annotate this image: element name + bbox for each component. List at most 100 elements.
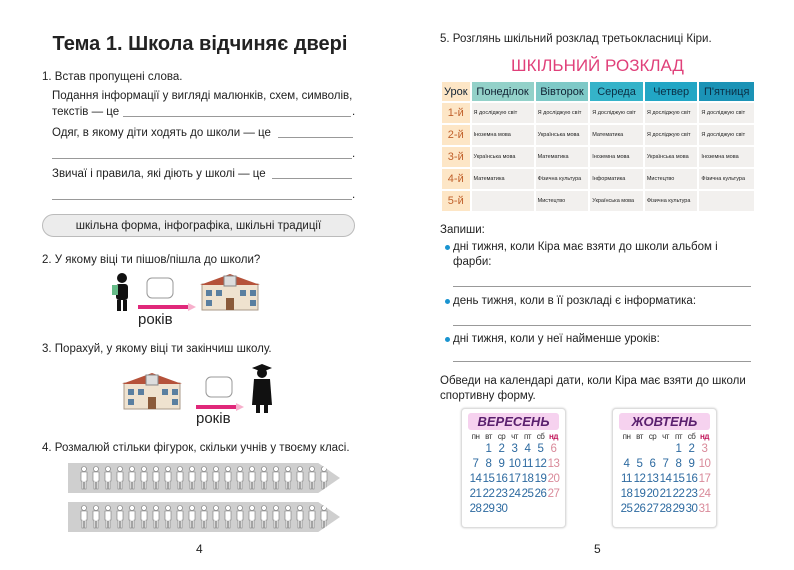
calendar-day[interactable]: 21 <box>469 488 482 500</box>
calendar-day[interactable]: 3 <box>511 443 518 455</box>
calendar-day[interactable]: 1 <box>485 443 492 455</box>
calendar-day[interactable]: 17 <box>508 473 521 485</box>
calendar-day[interactable]: 8 <box>485 458 492 470</box>
student-figure-icon[interactable] <box>223 466 233 490</box>
student-figure-icon[interactable] <box>139 466 149 490</box>
student-figure-icon[interactable] <box>175 505 185 529</box>
answer-line[interactable] <box>52 199 352 200</box>
student-figure-icon[interactable] <box>211 505 221 529</box>
student-figure-icon[interactable] <box>151 466 161 490</box>
student-figure-icon[interactable] <box>259 505 269 529</box>
calendar-day[interactable]: 6 <box>649 458 656 470</box>
student-figure-icon[interactable] <box>247 466 257 490</box>
student-figure-icon[interactable] <box>79 466 89 490</box>
calendar-day[interactable]: 4 <box>524 443 531 455</box>
student-figure-icon[interactable] <box>295 505 305 529</box>
student-figure-icon[interactable] <box>187 505 197 529</box>
student-figure-icon[interactable] <box>259 466 269 490</box>
student-figure-icon[interactable] <box>271 505 281 529</box>
student-figure-icon[interactable] <box>199 505 209 529</box>
calendar-day[interactable]: 23 <box>495 488 508 500</box>
student-figure-icon[interactable] <box>307 466 317 490</box>
student-figure-icon[interactable] <box>187 466 197 490</box>
student-figure-icon[interactable] <box>235 466 245 490</box>
calendar-day[interactable]: 1 <box>675 443 682 455</box>
answer-line[interactable] <box>123 116 351 117</box>
student-figure-icon[interactable] <box>103 505 113 529</box>
calendar-day[interactable]: 6 <box>550 443 557 455</box>
calendar-day[interactable]: 29 <box>672 503 685 515</box>
student-figure-icon[interactable] <box>307 505 317 529</box>
calendar-day[interactable]: 18 <box>620 488 633 500</box>
student-figure-icon[interactable] <box>319 505 329 529</box>
calendar-day[interactable]: 27 <box>547 488 560 500</box>
calendar-day[interactable]: 25 <box>620 503 633 515</box>
student-figure-icon[interactable] <box>199 466 209 490</box>
calendar-day[interactable]: 20 <box>646 488 659 500</box>
calendar-day[interactable]: 22 <box>672 488 685 500</box>
calendar-day[interactable]: 9 <box>498 458 505 470</box>
answer-line[interactable] <box>278 137 353 138</box>
calendar-day[interactable]: 10 <box>698 458 711 470</box>
calendar-day[interactable]: 28 <box>469 503 482 515</box>
calendar-day[interactable]: 24 <box>508 488 521 500</box>
student-figure-icon[interactable] <box>271 466 281 490</box>
calendar-day[interactable]: 18 <box>521 473 534 485</box>
answer-line[interactable] <box>272 178 352 179</box>
student-figure-icon[interactable] <box>235 505 245 529</box>
student-figure-icon[interactable] <box>139 505 149 529</box>
calendar-day[interactable]: 12 <box>534 458 547 470</box>
calendar-day[interactable]: 20 <box>547 473 560 485</box>
calendar-day[interactable]: 25 <box>521 488 534 500</box>
calendar-day[interactable]: 30 <box>495 503 508 515</box>
answer-line[interactable] <box>453 286 751 287</box>
calendar-day[interactable]: 31 <box>698 503 711 515</box>
calendar-day[interactable]: 7 <box>472 458 479 470</box>
calendar-day[interactable]: 26 <box>633 503 646 515</box>
student-figure-icon[interactable] <box>115 466 125 490</box>
calendar-day[interactable]: 2 <box>688 443 695 455</box>
student-figure-icon[interactable] <box>127 505 137 529</box>
student-figure-icon[interactable] <box>247 505 257 529</box>
calendar-day[interactable]: 26 <box>534 488 547 500</box>
student-figure-icon[interactable] <box>163 505 173 529</box>
calendar-day[interactable]: 7 <box>662 458 669 470</box>
calendar-day[interactable]: 13 <box>646 473 659 485</box>
calendar-day[interactable]: 16 <box>685 473 698 485</box>
student-figure-icon[interactable] <box>295 466 305 490</box>
calendar-day[interactable]: 28 <box>659 503 672 515</box>
calendar-day[interactable]: 3 <box>701 443 708 455</box>
calendar-day[interactable]: 19 <box>633 488 646 500</box>
answer-line[interactable] <box>453 325 751 326</box>
calendar-day[interactable]: 11 <box>522 458 533 470</box>
calendar-day[interactable]: 8 <box>675 458 682 470</box>
student-figure-icon[interactable] <box>211 466 221 490</box>
calendar-day[interactable]: 2 <box>498 443 505 455</box>
student-figure-icon[interactable] <box>151 505 161 529</box>
calendar-day[interactable]: 13 <box>547 458 560 470</box>
student-figure-icon[interactable] <box>79 505 89 529</box>
student-figure-icon[interactable] <box>283 505 293 529</box>
calendar-day[interactable]: 29 <box>482 503 495 515</box>
student-figure-icon[interactable] <box>163 466 173 490</box>
calendar-day[interactable]: 19 <box>534 473 547 485</box>
calendar-day[interactable]: 22 <box>482 488 495 500</box>
calendar-day[interactable]: 30 <box>685 503 698 515</box>
answer-line[interactable] <box>52 158 352 159</box>
calendar-day[interactable]: 27 <box>646 503 659 515</box>
student-figure-icon[interactable] <box>103 466 113 490</box>
student-figure-icon[interactable] <box>91 505 101 529</box>
student-figure-icon[interactable] <box>127 466 137 490</box>
calendar-day[interactable]: 17 <box>698 473 711 485</box>
calendar-day[interactable]: 14 <box>469 473 482 485</box>
calendar-day[interactable]: 23 <box>685 488 698 500</box>
calendar-day[interactable]: 4 <box>623 458 630 470</box>
answer-line[interactable] <box>453 361 751 362</box>
student-figure-icon[interactable] <box>91 466 101 490</box>
student-figure-icon[interactable] <box>223 505 233 529</box>
calendar-day[interactable]: 15 <box>672 473 685 485</box>
calendar-day[interactable]: 15 <box>482 473 495 485</box>
student-figure-icon[interactable] <box>175 466 185 490</box>
calendar-day[interactable]: 12 <box>633 473 646 485</box>
calendar-day[interactable]: 5 <box>537 443 544 455</box>
